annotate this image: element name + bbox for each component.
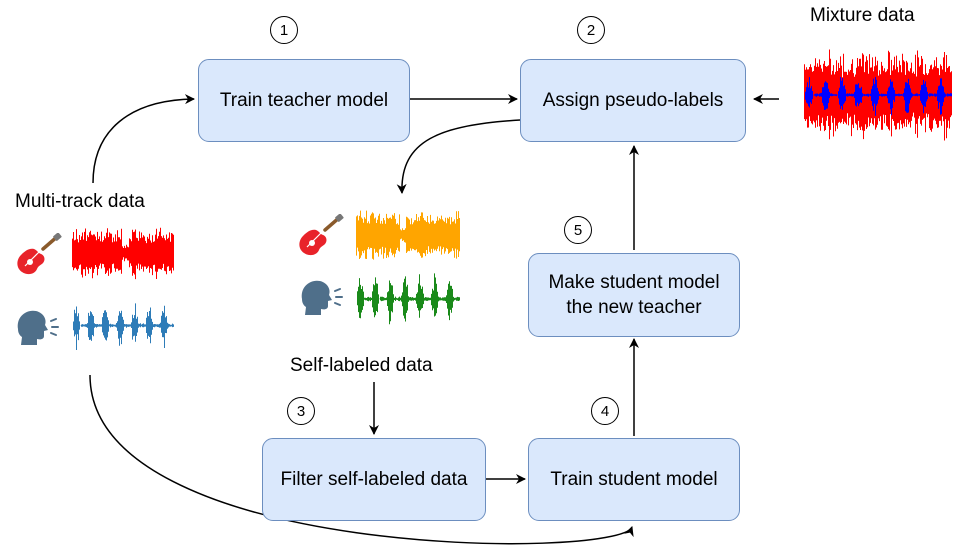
make-student-label-line1: Make student model <box>548 272 720 293</box>
arrow-multitrack-to-train-teacher <box>92 94 195 184</box>
assign-pseudo-labels-label: Assign pseudo-labels <box>542 90 724 111</box>
filter-self-labeled-label: Filter self-labeled data <box>280 469 468 490</box>
guitar-waveform <box>72 227 174 280</box>
self-labeled-data-label: Self-labeled data <box>290 355 433 376</box>
wave-mix-trace <box>804 49 952 141</box>
speaking-head-icon <box>17 310 59 345</box>
mixture-data-label: Mixture data <box>810 5 915 26</box>
step-1-badge: 1 <box>270 16 298 44</box>
guitar-icon <box>299 214 344 256</box>
step-4-badge: 4 <box>591 397 619 425</box>
speaking-head-icon <box>301 280 343 315</box>
step-3-badge: 3 <box>287 397 315 425</box>
wave-mix-trace <box>805 77 952 116</box>
multitrack-data-label: Multi-track data <box>15 191 145 212</box>
mixture-waveform <box>804 49 952 141</box>
arrow-multitrack-to-train-student <box>89 374 634 545</box>
train-student-label: Train student model <box>550 469 718 490</box>
train-student-box: Train student model <box>528 438 740 521</box>
pseudo-guitar-waveform <box>356 210 460 260</box>
make-student-teacher-box: Make student model the new teacher <box>528 253 740 337</box>
guitar-icon <box>17 233 62 275</box>
assign-pseudo-labels-box: Assign pseudo-labels <box>520 59 746 142</box>
wave-green-trace <box>357 273 460 325</box>
vocal-waveform <box>73 303 174 350</box>
wave-blue-trace <box>73 303 174 350</box>
step-5-badge: 5 <box>564 216 592 244</box>
filter-self-labeled-box: Filter self-labeled data <box>262 438 486 521</box>
train-teacher-label: Train teacher model <box>219 90 389 111</box>
wave-red-trace <box>72 227 174 280</box>
train-teacher-box: Train teacher model <box>198 59 410 142</box>
arrow-assign-to-selflabeled <box>396 119 521 194</box>
wave-orange-trace <box>356 210 460 260</box>
step-2-badge: 2 <box>577 16 605 44</box>
make-student-label-line2: the new teacher <box>566 297 702 318</box>
pseudo-vocal-waveform <box>357 273 460 325</box>
